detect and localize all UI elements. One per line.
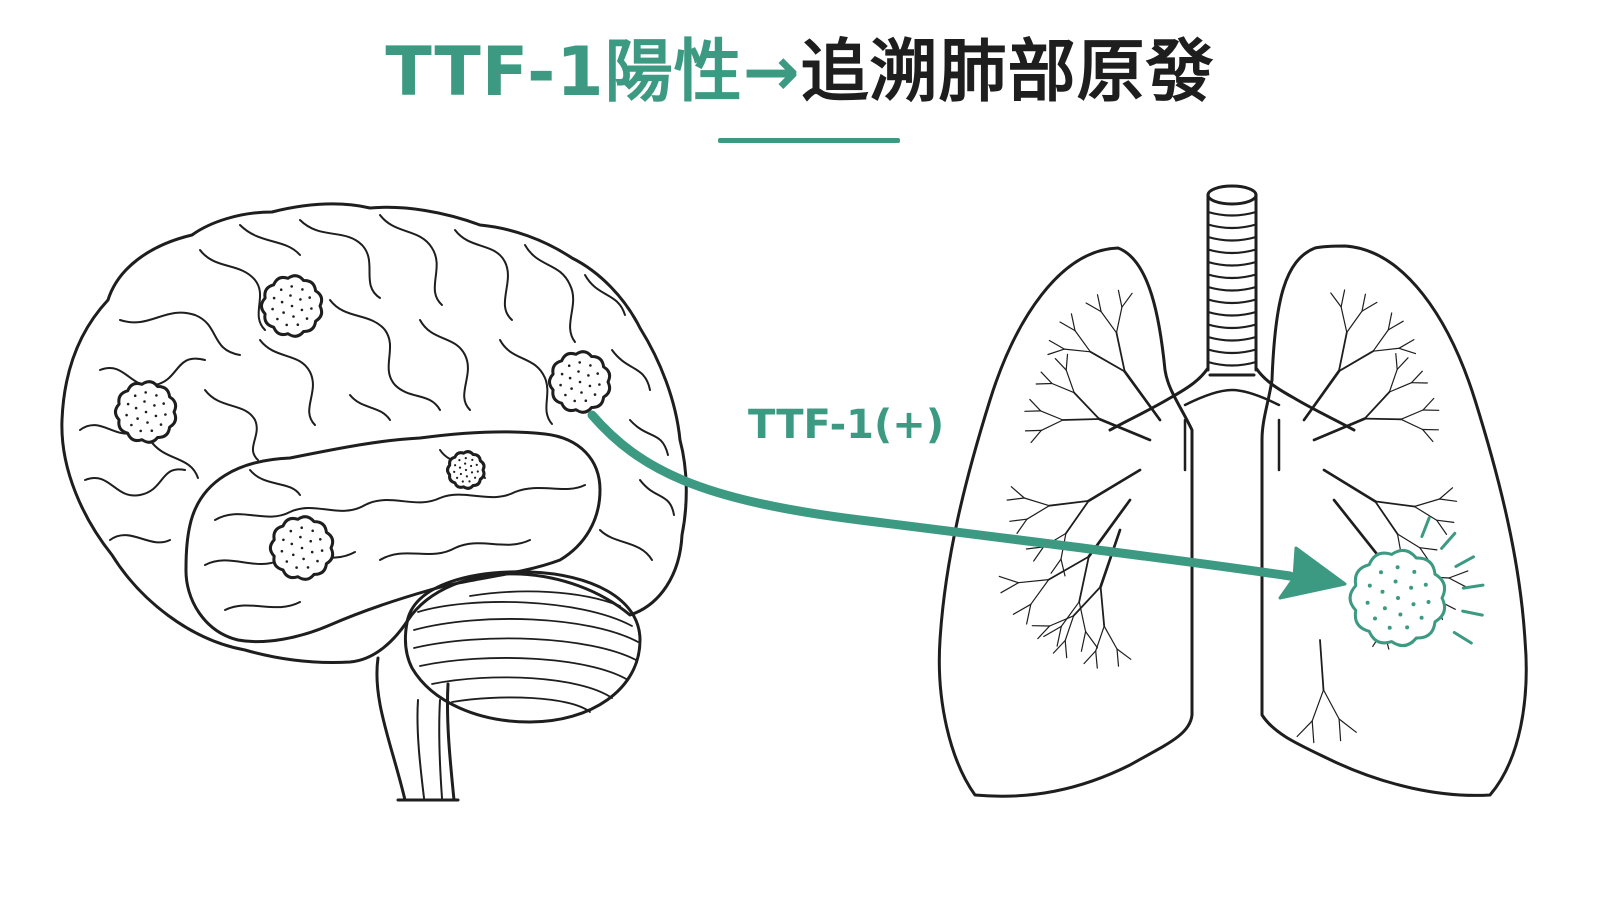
brain-metastasis-2: [113, 380, 178, 444]
arrow-label: TTF-1(+): [748, 402, 945, 448]
brain-metastasis-1: [259, 274, 324, 338]
arrow-shaft: [587, 410, 1295, 581]
trachea-rings: [1206, 210, 1258, 367]
brain-metastasis-5: [268, 515, 335, 581]
left-lung-outline: [937, 246, 1194, 798]
arrow-head: [1278, 546, 1347, 600]
tumor-texture: [453, 457, 479, 483]
lungs-illustration: [937, 184, 1528, 798]
cerebellum-outline: [403, 570, 642, 724]
trachea-outline: [1206, 193, 1258, 372]
right-lung-outline: [1260, 244, 1528, 797]
cerebellum-folia: [413, 590, 639, 713]
carina: [1183, 388, 1281, 472]
tumor-texture: [280, 526, 324, 569]
main-bronchi: [1108, 366, 1356, 432]
title-accent-text: TTF-1陽性→: [385, 33, 801, 112]
title-underline: [718, 138, 900, 143]
primary-lung-tumor: [1348, 548, 1447, 648]
tumor-texture: [125, 391, 167, 433]
trachea-top: [1206, 184, 1258, 206]
brain-metastases: [113, 274, 612, 581]
temporal-lobe-outline: [184, 430, 602, 644]
brain-illustration: [60, 202, 688, 802]
brainstem: [375, 656, 460, 802]
tumor-texture: [1365, 565, 1431, 630]
brainstem-detail: [416, 699, 443, 799]
curved-arrow: [587, 410, 1347, 600]
tumor-texture: [559, 361, 601, 403]
bronchial-trees: [998, 289, 1469, 744]
tumor-texture: [271, 285, 313, 327]
tumor-highlight-rays: [1420, 516, 1485, 645]
brain-metastasis-4: [446, 450, 486, 490]
brain-metastasis-3: [547, 350, 612, 414]
lung-tumor-mass: [1348, 548, 1447, 648]
temporal-gyri: [204, 449, 586, 611]
page-title: TTF-1陽性→追溯肺部原發: [0, 28, 1600, 118]
title-dark-text: 追溯肺部原發: [800, 33, 1215, 112]
